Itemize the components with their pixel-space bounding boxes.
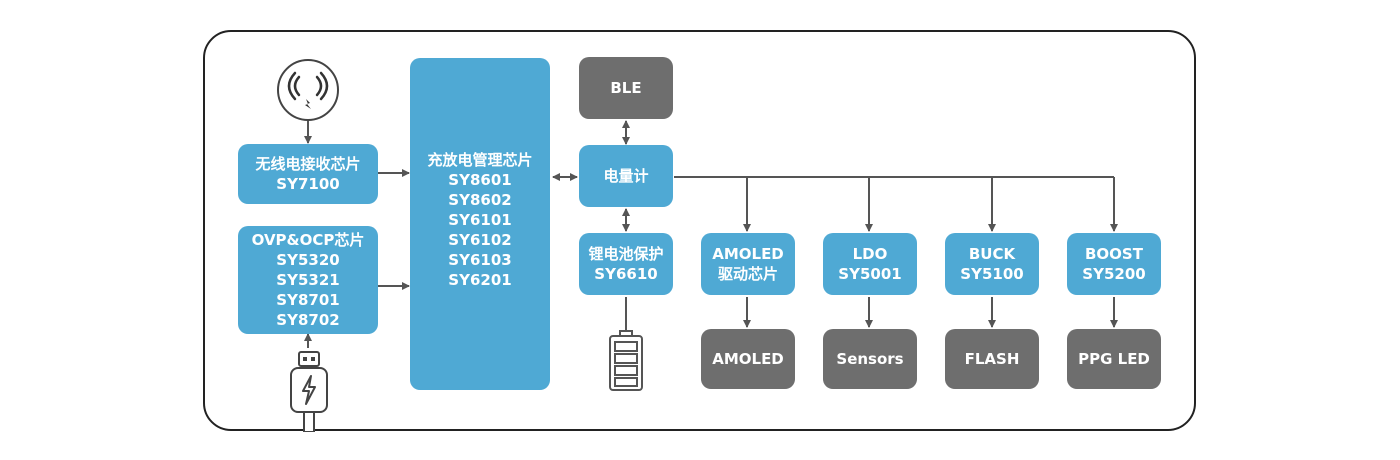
sensors-load: Sensors — [823, 329, 917, 389]
ovp-ocp-label: OVP&OCP芯片 — [251, 231, 365, 249]
amoled-driver-sub: 驱动芯片 — [717, 265, 778, 283]
boost-label: BOOST — [1085, 245, 1143, 263]
ovp-ocp-part: SY8701 — [276, 291, 340, 309]
charge-management-part: SY8601 — [448, 171, 512, 189]
boost-part: SY5200 — [1082, 265, 1146, 283]
charge-management-part: SY6103 — [448, 251, 512, 269]
fuel-gauge-block: 电量计 — [579, 145, 673, 207]
ovp-ocp-part: SY8702 — [276, 311, 340, 329]
sensors-load-label: Sensors — [836, 350, 904, 368]
charge-management-part: SY6201 — [448, 271, 512, 289]
charge-management-part: SY6101 — [448, 211, 512, 229]
battery-protection-part: SY6610 — [594, 265, 658, 283]
wireless-receiver-label: 无线电接收芯片 — [255, 155, 361, 173]
buck-chip: BUCK SY5100 — [945, 233, 1039, 295]
wireless-charging-pad-icon — [277, 59, 339, 121]
wireless-receiver-chip: 无线电接收芯片 SY7100 — [238, 144, 378, 204]
ldo-part: SY5001 — [838, 265, 902, 283]
amoled-load: AMOLED — [701, 329, 795, 389]
buck-part: SY5100 — [960, 265, 1024, 283]
flash-load: FLASH — [945, 329, 1039, 389]
ppg-led-load: PPG LED — [1067, 329, 1161, 389]
buck-label: BUCK — [968, 245, 1016, 263]
flash-load-label: FLASH — [964, 350, 1020, 368]
amoled-load-label: AMOLED — [712, 350, 784, 368]
ovp-ocp-chip: OVP&OCP芯片 SY5320 SY5321 SY8701 SY8702 — [238, 226, 378, 334]
ldo-chip: LDO SY5001 — [823, 233, 917, 295]
ppg-led-load-label: PPG LED — [1078, 350, 1150, 368]
diagram-frame — [203, 30, 1196, 431]
fuel-gauge-label: 电量计 — [603, 167, 649, 185]
usb-cable-icon — [290, 351, 328, 432]
ovp-ocp-part: SY5320 — [276, 251, 340, 269]
charge-management-chip: 充放电管理芯片 SY8601 SY8602 SY6101 SY6102 SY61… — [410, 58, 550, 390]
charge-management-label: 充放电管理芯片 — [427, 151, 533, 169]
battery-icon — [609, 330, 643, 391]
wireless-receiver-part: SY7100 — [276, 175, 340, 193]
amoled-driver-label: AMOLED — [712, 245, 784, 263]
battery-protection-chip: 锂电池保护 SY6610 — [579, 233, 673, 295]
charge-management-part: SY8602 — [448, 191, 512, 209]
ldo-label: LDO — [852, 245, 888, 263]
boost-chip: BOOST SY5200 — [1067, 233, 1161, 295]
ble-label: BLE — [610, 79, 642, 97]
amoled-driver-chip: AMOLED 驱动芯片 — [701, 233, 795, 295]
battery-protection-label: 锂电池保护 — [588, 245, 664, 263]
ovp-ocp-part: SY5321 — [276, 271, 340, 289]
ble-block: BLE — [579, 57, 673, 119]
charge-management-part: SY6102 — [448, 231, 512, 249]
